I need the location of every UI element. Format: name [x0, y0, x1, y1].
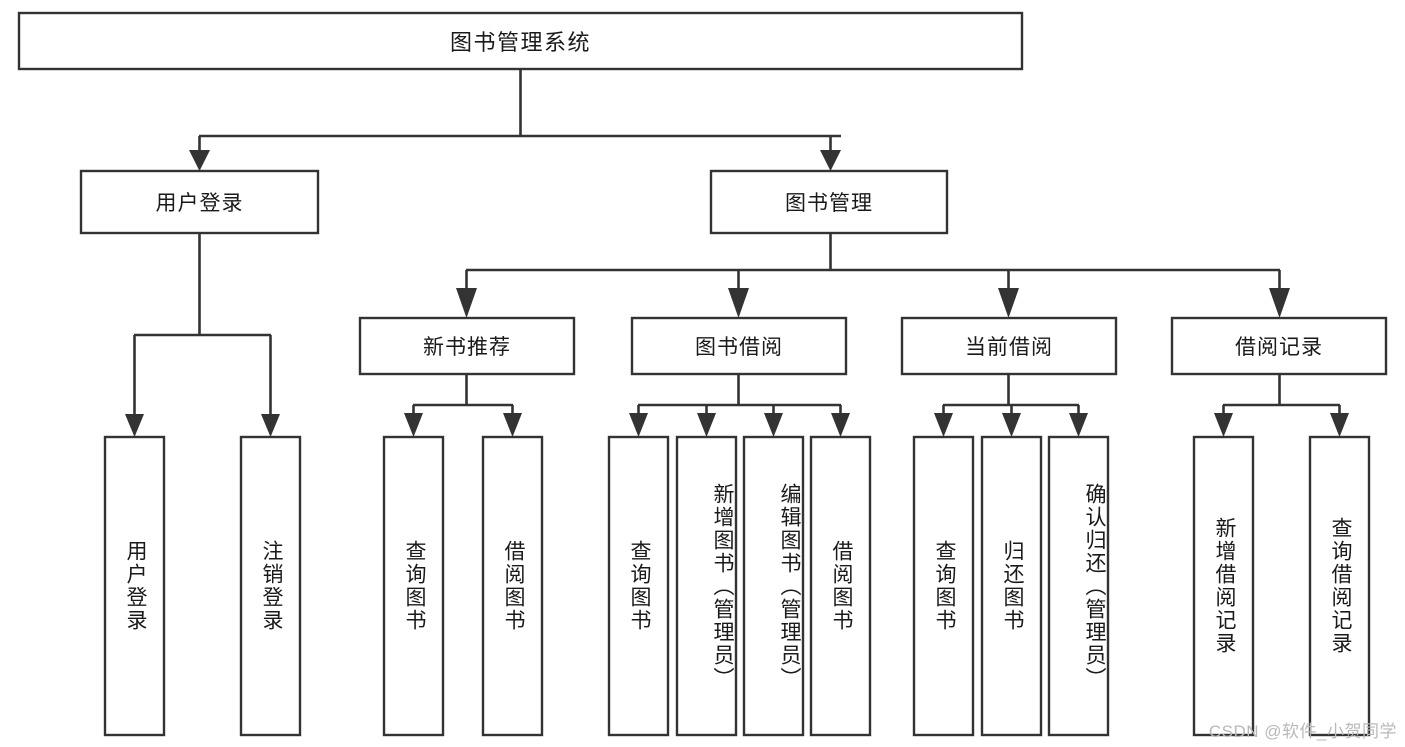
node-box-leaf-edit-book[interactable] — [742, 435, 805, 737]
node-box-leaf-add-book[interactable] — [675, 435, 738, 737]
arrow-head-leaf-query-book-1 — [404, 413, 423, 437]
arrow-head-leaf-add-book — [697, 413, 716, 437]
node-box-leaf-user-login[interactable] — [103, 435, 166, 737]
node-box-root[interactable] — [17, 11, 1024, 71]
node-box-leaf-confirm-return[interactable] — [1047, 435, 1110, 737]
arrow-head-leaf-borrow-book-2 — [831, 413, 850, 437]
node-box-new-book-recommend[interactable] — [358, 316, 576, 376]
node-box-leaf-query-book-2[interactable] — [607, 435, 670, 737]
arrow-head-book-manage — [820, 150, 841, 171]
arrow-head-user-login — [189, 150, 210, 171]
arrow-head-leaf-query-book-3 — [934, 413, 953, 437]
node-box-book-borrow[interactable] — [630, 316, 848, 376]
arrow-head-book-borrow — [728, 288, 749, 318]
node-box-current-borrow[interactable] — [900, 316, 1118, 376]
node-box-leaf-return-book[interactable] — [980, 435, 1043, 737]
arrow-head-new-book-recommend — [456, 288, 477, 318]
connectors-layer — [125, 69, 1349, 437]
node-box-book-manage[interactable] — [709, 169, 949, 235]
node-box-leaf-borrow-book-1[interactable] — [481, 435, 544, 737]
node-box-leaf-query-book-3[interactable] — [912, 435, 975, 737]
node-box-user-login[interactable] — [79, 169, 320, 235]
arrow-head-leaf-add-record — [1214, 413, 1233, 437]
arrow-head-leaf-edit-book — [764, 413, 783, 437]
node-box-borrow-record[interactable] — [1170, 316, 1388, 376]
node-box-leaf-query-record[interactable] — [1308, 435, 1371, 737]
node-box-leaf-borrow-book-2[interactable] — [809, 435, 872, 737]
watermark-text: CSDN @软件_小贺同学 — [1208, 722, 1397, 741]
arrow-head-leaf-query-record — [1330, 413, 1349, 437]
node-box-leaf-query-book-1[interactable] — [382, 435, 445, 737]
arrow-head-leaf-return-book — [1002, 413, 1021, 437]
arrow-head-borrow-record — [1269, 288, 1290, 318]
arrow-head-current-borrow — [998, 288, 1019, 318]
arrow-head-leaf-logout-login — [261, 414, 280, 437]
node-box-leaf-logout-login[interactable] — [239, 435, 302, 737]
arrow-head-leaf-query-book-2 — [629, 413, 648, 437]
arrow-head-leaf-borrow-book-1 — [503, 413, 522, 437]
arrow-head-leaf-user-login — [125, 414, 144, 437]
arrow-head-leaf-confirm-return — [1069, 413, 1088, 437]
nodes-layer — [17, 11, 1388, 737]
node-box-leaf-add-record[interactable] — [1192, 435, 1255, 737]
